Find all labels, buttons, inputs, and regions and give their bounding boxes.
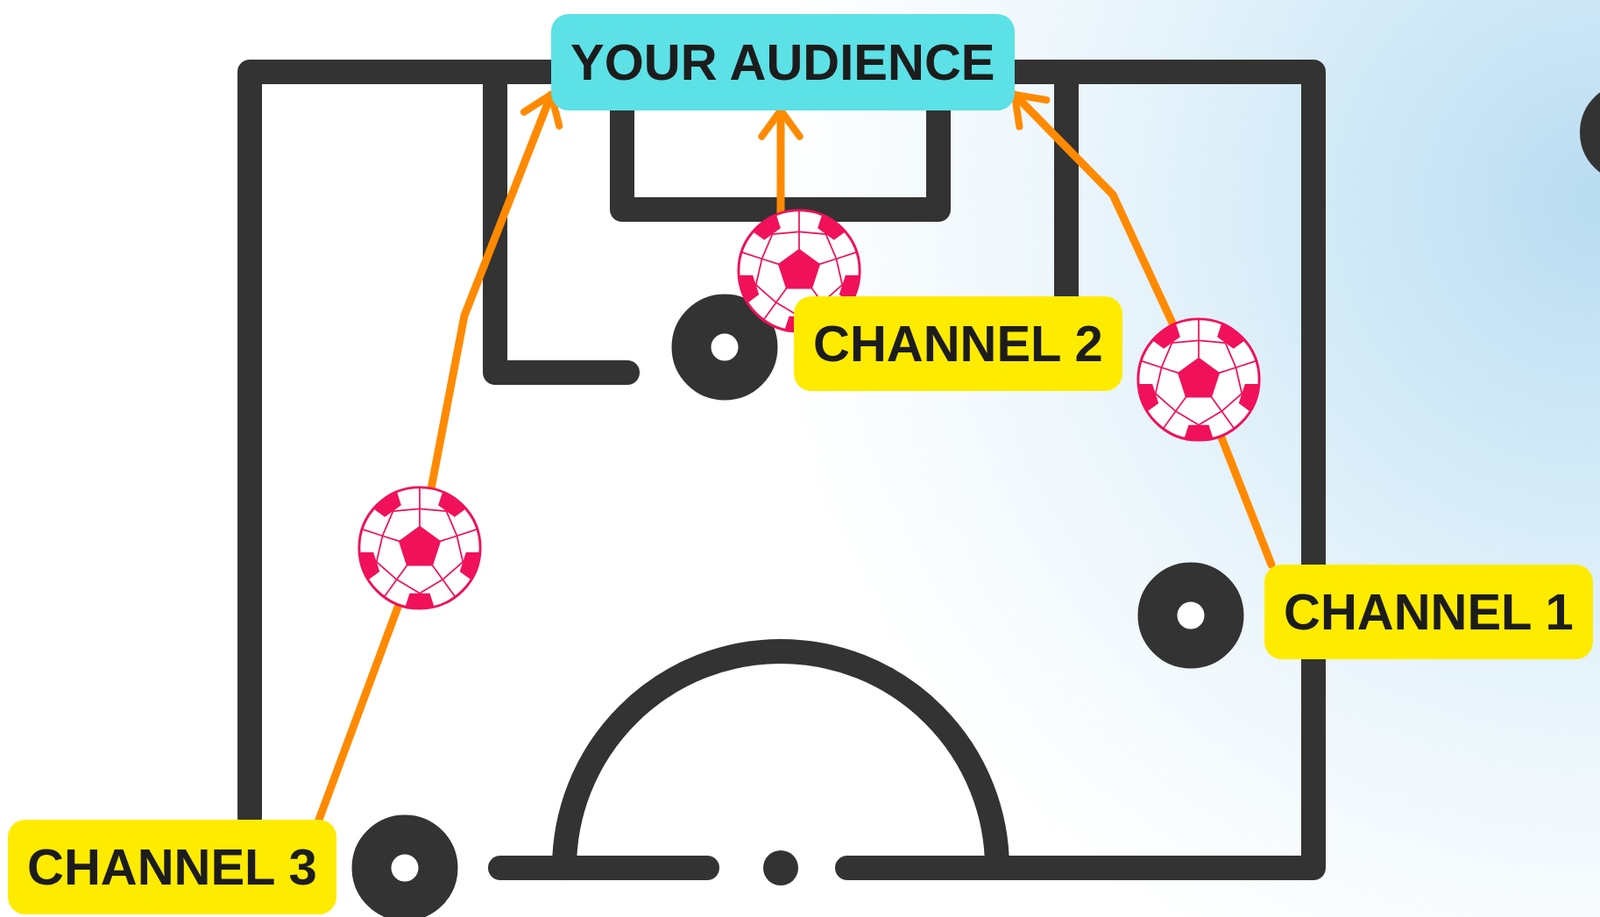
- node-text: CHANNEL 1: [1283, 582, 1574, 642]
- node-text: CHANNEL 3: [27, 837, 318, 897]
- node-text: YOUR AUDIENCE: [570, 33, 996, 93]
- node-text: CHANNEL 2: [813, 314, 1104, 374]
- channel-label: CHANNEL 2: [793, 296, 1123, 391]
- player-marker: [1157, 581, 1225, 649]
- player-marker: [691, 313, 758, 381]
- pitch-outline: [249, 71, 1314, 868]
- centre-circle: [564, 651, 998, 868]
- penalty-box-left: [495, 71, 628, 373]
- channel-label: CHANNEL 1: [1264, 564, 1593, 659]
- soccer-ball: [347, 486, 492, 624]
- corner-ring: [1591, 93, 1600, 171]
- halfway-line: [500, 855, 708, 880]
- channel-label: CHANNEL 3: [7, 819, 337, 914]
- arrow-connector: [318, 94, 552, 820]
- soccer-ball: [1126, 318, 1271, 455]
- audience-box: YOUR AUDIENCE: [551, 14, 1015, 111]
- player-marker: [371, 834, 439, 901]
- centre-spot: [763, 849, 799, 885]
- penalty-box-right: [1054, 71, 1079, 297]
